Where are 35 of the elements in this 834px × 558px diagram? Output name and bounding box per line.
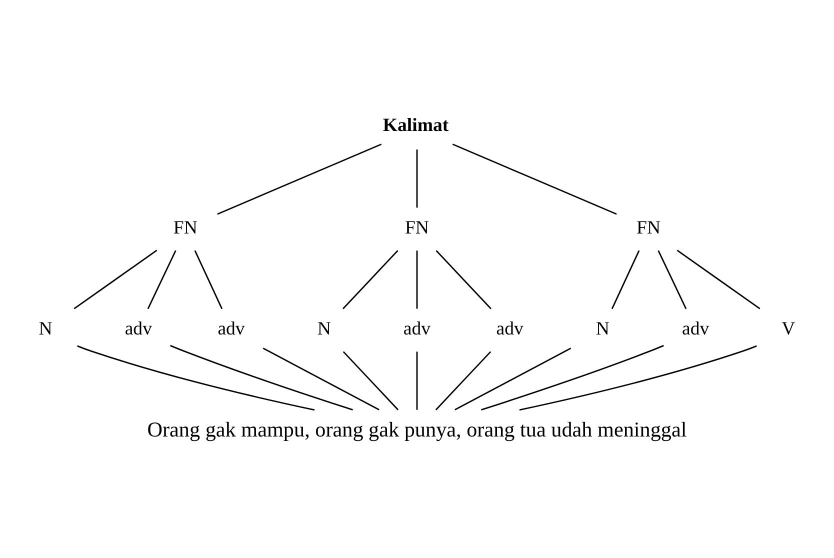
node-text: FN xyxy=(173,216,198,238)
node-text: adv xyxy=(496,318,524,340)
connector xyxy=(454,347,572,410)
connector xyxy=(436,250,492,309)
node-text: N xyxy=(38,318,52,340)
connector xyxy=(435,350,492,410)
connector xyxy=(342,350,399,410)
node-text: Orang gak mampu, orang gak punya, orang tua udah meninggal xyxy=(147,416,687,441)
node-text: adv xyxy=(218,318,245,340)
connector xyxy=(77,344,315,410)
node-text: Kalimat xyxy=(382,114,449,136)
connector xyxy=(519,344,757,410)
node-text: FN xyxy=(404,216,430,238)
connector xyxy=(676,249,760,309)
node-text: N xyxy=(317,318,331,340)
connector xyxy=(217,143,382,214)
connector xyxy=(194,250,223,309)
connector xyxy=(481,344,664,410)
connector xyxy=(416,351,418,410)
connector xyxy=(170,344,353,410)
node-text: adv xyxy=(403,318,431,340)
node-text: N xyxy=(596,318,610,340)
connector xyxy=(342,250,398,309)
connector xyxy=(416,250,418,308)
connector xyxy=(416,149,418,208)
connector xyxy=(452,143,617,214)
node-text: adv xyxy=(124,318,152,340)
node-text: FN xyxy=(636,216,661,238)
node-text: adv xyxy=(682,318,710,340)
node-text: V xyxy=(782,318,796,340)
connector xyxy=(74,249,158,309)
connector xyxy=(658,250,687,309)
connector xyxy=(262,347,380,410)
connector xyxy=(147,250,176,309)
connector xyxy=(611,250,640,309)
